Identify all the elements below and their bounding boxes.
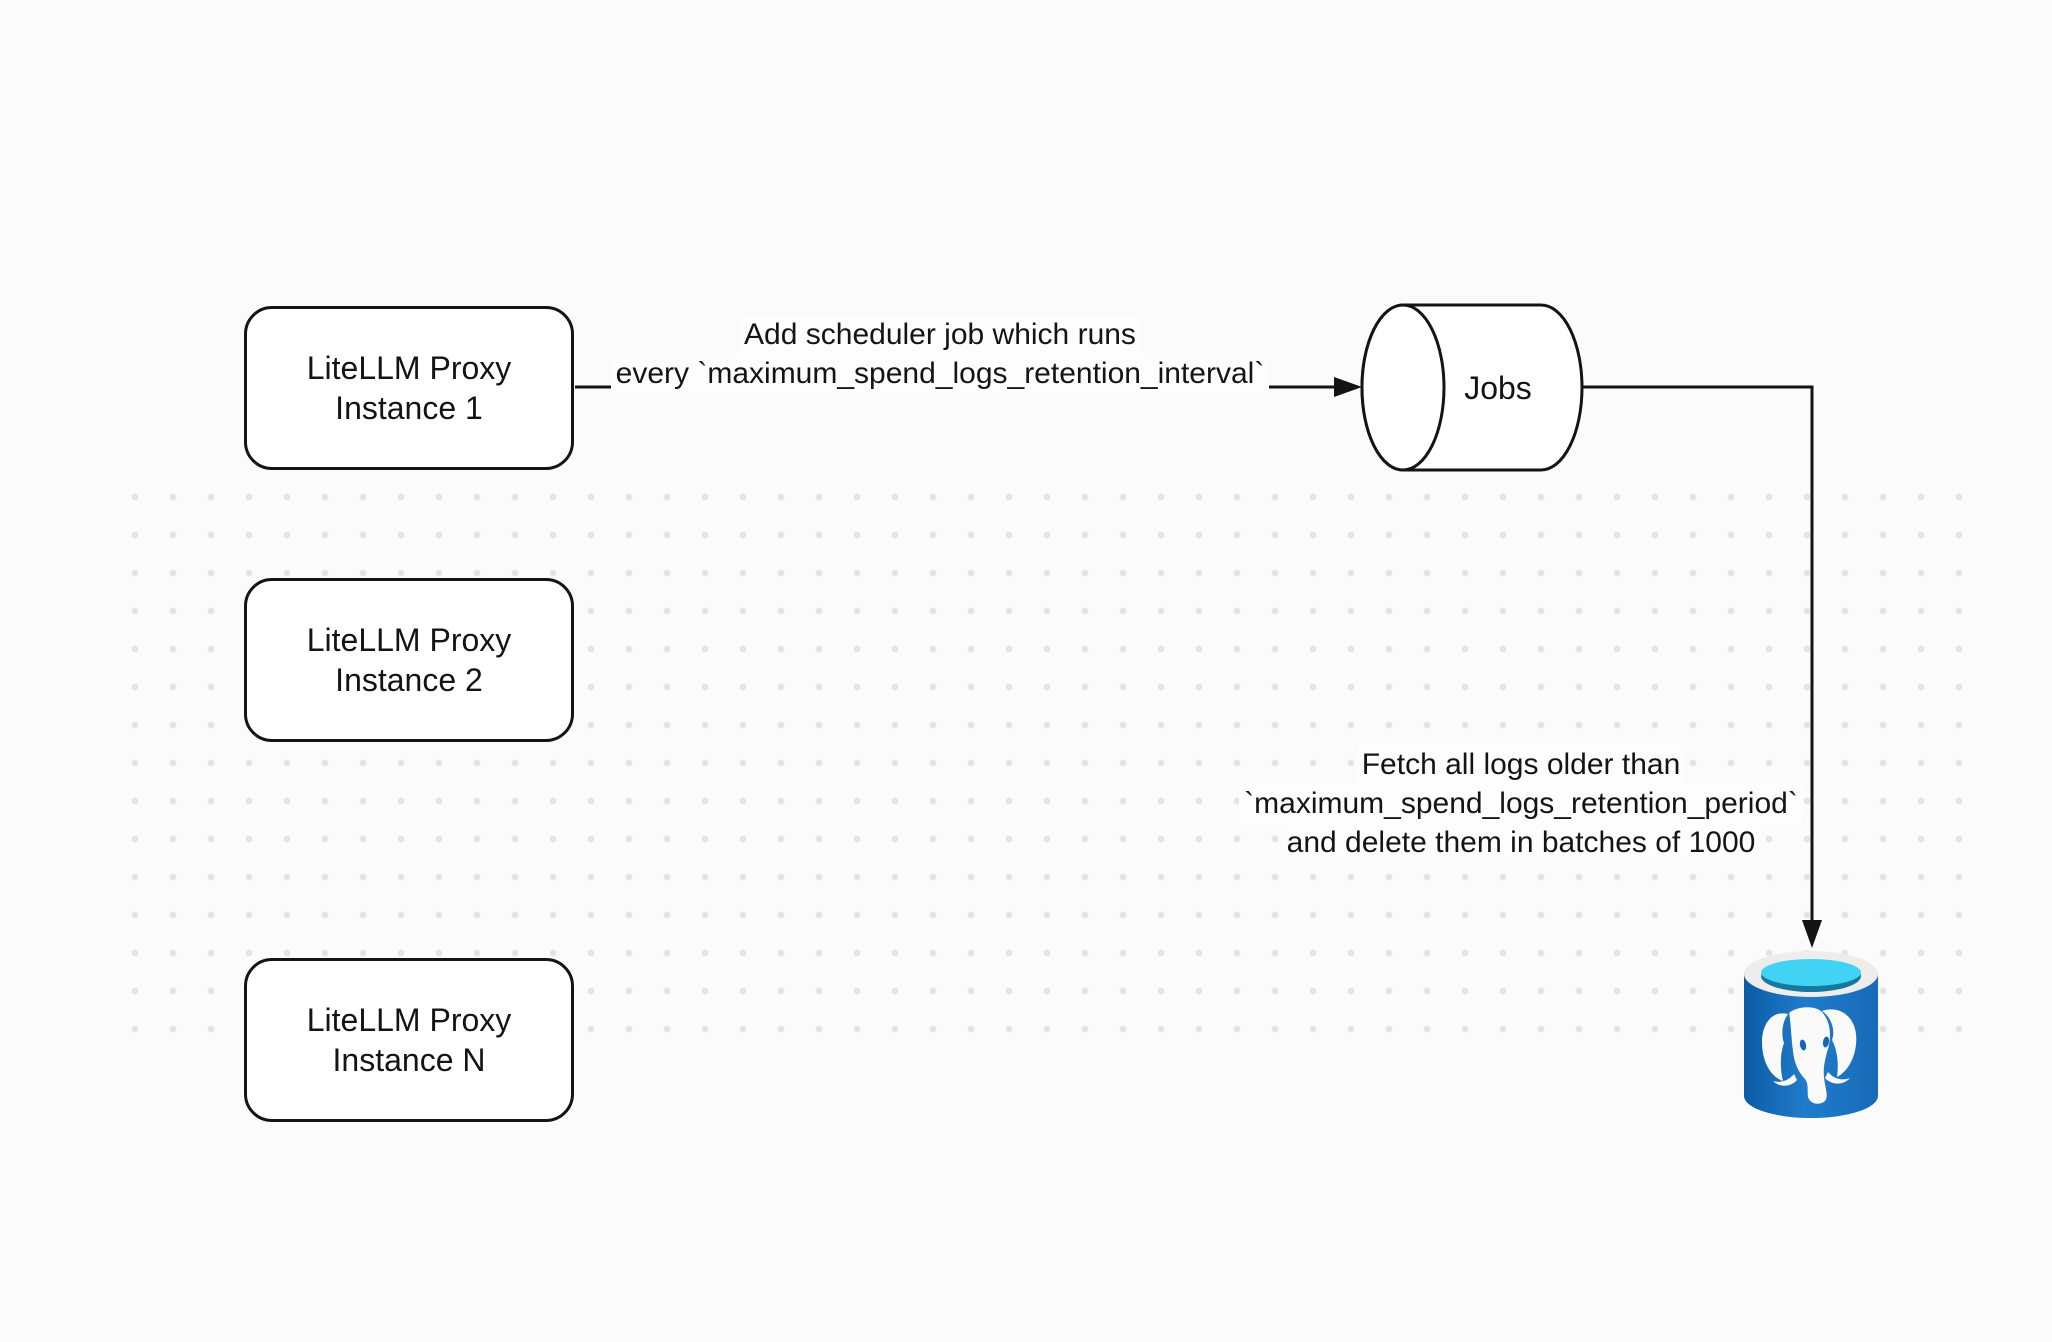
node-label-line: Instance N xyxy=(332,1042,486,1078)
edge-fetch-arrow xyxy=(1582,385,1822,948)
edge-label-fetch: Fetch all logs older than `maximum_spend… xyxy=(1121,745,1921,862)
postgres-elephant-eyes xyxy=(1799,1036,1830,1051)
node-litellm-proxy-instance-2: LiteLLM Proxy Instance 2 xyxy=(244,578,574,742)
node-label-line: LiteLLM Proxy xyxy=(306,622,512,658)
node-litellm-proxy-instance-1: LiteLLM Proxy Instance 1 xyxy=(244,306,574,470)
node-label-line: LiteLLM Proxy xyxy=(306,350,512,386)
arrowhead-down-icon xyxy=(1802,920,1822,948)
jobs-cylinder xyxy=(1360,303,1584,472)
edge-label-line: Fetch all logs older than xyxy=(1356,745,1686,784)
node-label-line: LiteLLM Proxy xyxy=(306,1002,512,1038)
node-litellm-proxy-instance-n: LiteLLM Proxy Instance N xyxy=(244,958,574,1122)
node-label-line: Instance 1 xyxy=(335,390,483,426)
edge-label-line: Add scheduler job which runs xyxy=(739,315,1141,354)
edge-label-line: `maximum_spend_logs_retention_period` xyxy=(1239,784,1803,823)
arrowhead-right-icon xyxy=(1334,377,1362,397)
node-label-line: Instance 2 xyxy=(335,662,483,698)
edge-label-scheduler: Add scheduler job which runs every `maxi… xyxy=(540,315,1340,393)
edge-label-line: every `maximum_spend_logs_retention_inte… xyxy=(610,354,1270,393)
postgres-elephant-logo xyxy=(1762,1007,1857,1104)
jobs-node-label: Jobs xyxy=(1464,370,1532,406)
postgresql-database-icon xyxy=(1744,951,1878,1118)
edge-label-line: and delete them in batches of 1000 xyxy=(1281,823,1761,862)
